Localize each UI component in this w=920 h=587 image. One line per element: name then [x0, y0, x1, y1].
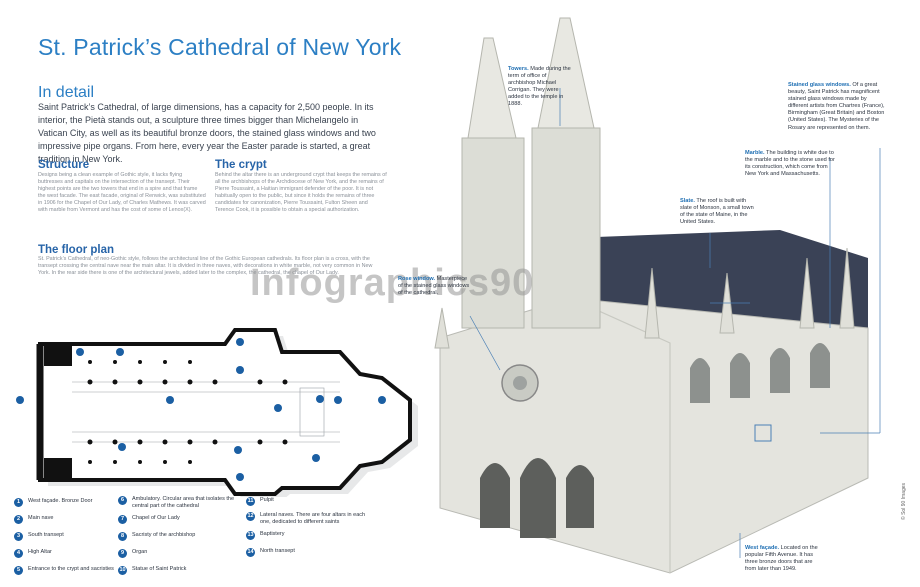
legend-item: 7 Chapel of Our Lady	[118, 515, 243, 525]
callout-west-facade: West façade. Located on the popular Fift…	[745, 545, 823, 573]
legend-text: Main nave	[28, 515, 54, 521]
legend-item: 9 Organ	[118, 549, 243, 559]
legend-item: 11 Pulpit	[246, 497, 366, 506]
legend-item: 10 Statue of Saint Patrick	[118, 566, 243, 576]
callout-west-title: West façade.	[745, 545, 780, 551]
structure-heading: Structure	[38, 159, 90, 171]
callout-towers: Towers. Made during the term of office o…	[508, 66, 573, 109]
legend-item: 3 South transept	[14, 532, 114, 541]
callout-marble-text: The building is white due to the marble …	[745, 150, 835, 178]
callout-marble: Marble. The building is white due to the…	[745, 150, 837, 178]
legend-num: 9	[118, 549, 127, 559]
detail-body: Saint Patrick’s Cathedral, of large dime…	[38, 102, 376, 164]
callout-slate-title: Slate.	[680, 198, 695, 204]
legend-col-1: 1 West façade. Bronze Door 2 Main nave 3 So…	[14, 498, 114, 575]
callout-rose-window: Rose window. Masterpiece of the stained …	[398, 276, 470, 297]
floor-plan-body: St. Patrick’s Cathedral, of neo-Gothic s…	[38, 256, 373, 277]
legend-text: Pulpit	[260, 497, 274, 503]
crypt-body: Behind the altar there is an underground…	[215, 172, 387, 214]
legend-text: Chapel of Our Lady	[132, 515, 180, 522]
detail-heading: In detail	[38, 84, 95, 101]
legend-num: 4	[14, 549, 23, 558]
callout-stained-text: Of a great beauty, Saint Patrick has mag…	[788, 82, 885, 131]
legend-col-3: 11 Pulpit 12 Lateral naves. There are four…	[246, 497, 366, 558]
floor-plan-diagram	[16, 328, 418, 497]
legend-num: 8	[118, 532, 127, 542]
callout-towers-text: Made during the term of office of archbi…	[508, 66, 571, 108]
legend-text: North transept	[260, 548, 295, 555]
callout-west-text: Located on the popular Fifth Avenue. It …	[745, 545, 818, 573]
cathedral-illustration	[434, 17, 881, 574]
callout-slate: Slate. The roof is built with slate of M…	[680, 198, 758, 226]
legend-num: 12	[246, 512, 255, 521]
callout-stained-glass: Stained glass windows. Of a great beauty…	[788, 82, 888, 132]
legend-num: 2	[14, 515, 23, 524]
callout-rose-text: Masterpiece of the stained glass windows…	[398, 276, 470, 297]
legend-item: 6 Ambulatory. Circular area that isolates…	[118, 496, 243, 509]
callout-towers-title: Towers.	[508, 66, 529, 72]
legend-item: 5 Entrance to the crypt and sacristies	[14, 566, 114, 575]
legend-text: Ambulatory. Circular area that isolates …	[132, 496, 234, 509]
page-title: St. Patrick’s Cathedral of New York	[38, 34, 402, 60]
legend-text: High Altar	[28, 549, 52, 555]
image-credit: © Sol 90 Images	[901, 482, 907, 520]
legend-num: 6	[118, 496, 127, 505]
watermark: Infographics90	[250, 262, 535, 304]
legend-item: 1 West façade. Bronze Door	[14, 498, 114, 507]
legend-num: 14	[246, 548, 255, 558]
callout-rose-title: Rose window.	[398, 276, 436, 282]
legend-item: 4 High Altar	[14, 549, 114, 558]
legend-text: Entrance to the crypt and sacristies	[28, 566, 114, 572]
legend-num: 7	[118, 515, 127, 525]
legend-num: 5	[14, 566, 23, 575]
legend-col-2: 6 Ambulatory. Circular area that isolates…	[118, 496, 243, 576]
legend-num: 11	[246, 497, 255, 506]
legend-text: Lateral naves. There are four altars in …	[260, 512, 366, 525]
legend-num: 1	[14, 498, 23, 507]
legend-text: Baptistery	[260, 531, 285, 538]
legend-text: West façade. Bronze Door	[28, 498, 93, 504]
callout-slate-text: The roof is built with slate of Monson, …	[680, 198, 754, 226]
legend-item: 8 Sacristy of the archbishop	[118, 532, 243, 542]
legend-item: 13 Baptistery	[246, 531, 366, 541]
legend-num: 10	[118, 566, 127, 576]
legend-item: 14 North transept	[246, 548, 366, 558]
legend-text: Sacristy of the archbishop	[132, 532, 196, 539]
callout-marble-title: Marble.	[745, 150, 765, 156]
crypt-heading: The crypt	[215, 159, 267, 171]
legend-item: 12 Lateral naves. There are four altars i…	[246, 512, 366, 525]
legend-num: 13	[246, 531, 255, 541]
legend-text: South transept	[28, 532, 64, 538]
floor-plan-heading: The floor plan	[38, 244, 115, 256]
legend-text: Organ	[132, 549, 148, 556]
structure-body: Designs being a clean example of Gothic …	[38, 172, 206, 214]
legend-text: Statue of Saint Patrick	[132, 566, 187, 573]
callout-stained-title: Stained glass windows.	[788, 82, 851, 88]
legend-item: 2 Main nave	[14, 515, 114, 524]
legend-num: 3	[14, 532, 23, 541]
